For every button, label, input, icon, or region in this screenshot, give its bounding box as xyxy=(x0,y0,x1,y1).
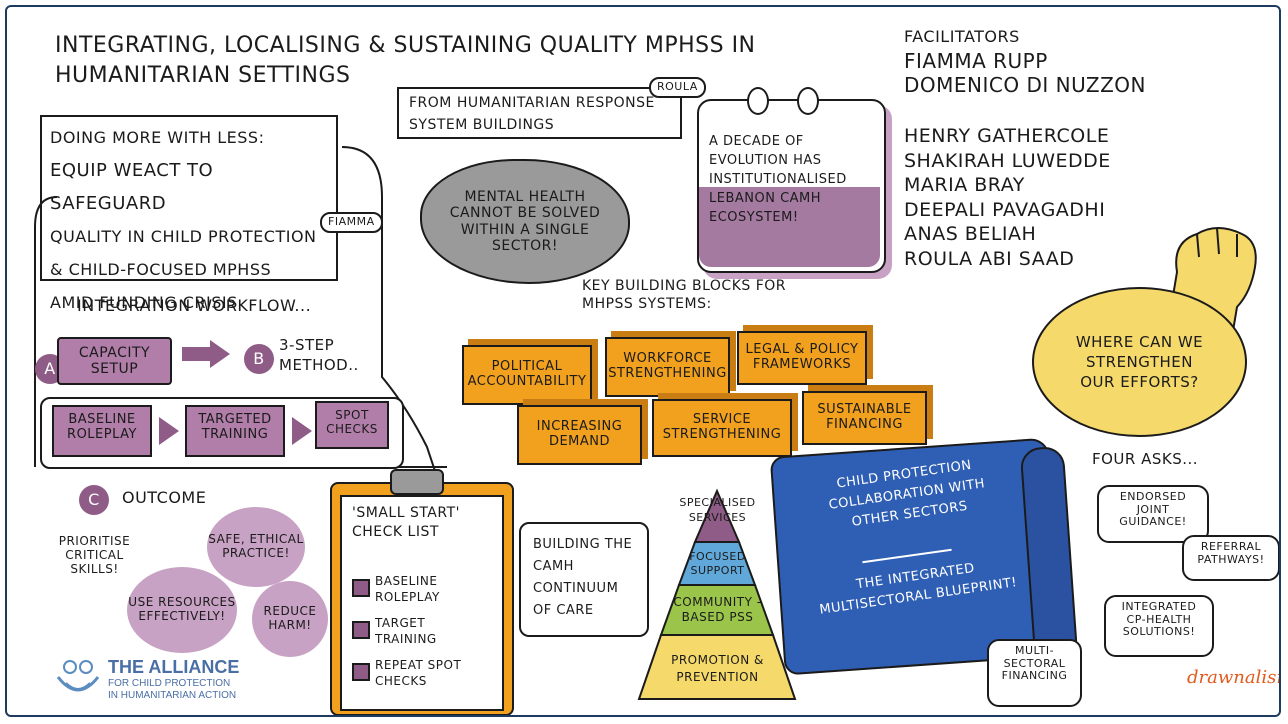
step-baseline-roleplay: BASELINE ROLEPLAY xyxy=(52,405,152,457)
step-targeted-training: TARGETED TRAINING xyxy=(185,405,285,457)
pyramid-shape xyxy=(637,488,797,700)
outcome-safe-ethical: SAFE, ETHICAL PRACTICE! xyxy=(207,507,305,587)
checklist-title: 'SMALL START' CHECK LIST xyxy=(352,505,460,540)
speakers-list: HENRY GATHERCOLE SHAKIRAH LUWEDDE MARIA … xyxy=(904,124,1111,271)
alliance-logo: THE ALLIANCE FOR CHILD PROTECTION IN HUM… xyxy=(52,655,312,705)
logo-subtitle-2: IN HUMANITARIAN ACTION xyxy=(108,690,237,701)
brick-workforce: WORKFORCE STRENGTHENING xyxy=(605,337,730,397)
checkbox-icon xyxy=(352,579,370,597)
camh-continuum-caption: BUILDING THE CAMH CONTINUUM OF CARE xyxy=(519,522,649,637)
arrow-head xyxy=(292,417,312,445)
brick-demand: INCREASING DEMAND xyxy=(517,405,642,465)
fiamma-tag: FIAMMA xyxy=(320,212,383,233)
checkbox-icon xyxy=(352,663,370,681)
ask-integrated-solutions: INTEGRATED CP-HEALTH SOLUTIONS! xyxy=(1104,595,1214,657)
three-step-method-label: 3-STEP METHOD.. xyxy=(279,336,359,374)
speaker-name: HENRY GATHERCOLE xyxy=(904,125,1110,147)
checklist-item: BASELINE ROLEPLAY xyxy=(375,574,440,604)
badge-c: C xyxy=(79,485,109,515)
ask-joint-guidance: ENDORSED JOINT GUIDANCE! xyxy=(1097,485,1209,543)
facilitator-name: FIAMMA RUPP xyxy=(904,49,1048,73)
pyramid-layer-community: COMMUNITY -BASED PSS xyxy=(673,595,762,624)
strengthen-bubble: WHERE CAN WE STRENGTHEN OUR EFFORTS? xyxy=(1032,287,1247,437)
outcome-use-resources: USE RESOURCES EFFECTIVELY! xyxy=(127,567,237,653)
speaker-name: MARIA BRAY xyxy=(904,174,1025,196)
logo-subtitle-1: FOR CHILD PROTECTION xyxy=(108,678,231,689)
brick-political: POLITICAL ACCOUNTABILITY xyxy=(462,345,592,405)
notepad-ring xyxy=(747,87,769,115)
brick-legal: LEGAL & POLICY FRAMEWORKS xyxy=(737,331,867,385)
step-spot-checks: SPOT CHECKS xyxy=(315,401,389,449)
arrow-head xyxy=(210,340,230,368)
workflow-heading: INTEGRATION WORKFLOW... xyxy=(77,296,312,315)
pyramid-layer-focused: FOCUSED SUPPORT xyxy=(689,550,746,577)
logo-title: THE ALLIANCE xyxy=(108,657,240,677)
notepad-shade xyxy=(699,187,880,267)
speaker-name: ROULA ABI SAAD xyxy=(904,247,1075,270)
arrow-head xyxy=(159,417,179,445)
sketchnote-canvas: INTEGRATING, LOCALISING & SUSTAINING QUA… xyxy=(5,5,1281,717)
outcome-reduce-harm: REDUCE HARM! xyxy=(252,581,328,657)
ask-multisectoral-financing: MULTI-SECTORAL FINANCING xyxy=(987,639,1082,707)
checklist-item: TARGET TRAINING xyxy=(375,616,437,646)
checklist-item: REPEAT SPOT CHECKS xyxy=(375,658,462,688)
outcome-label: OUTCOME xyxy=(122,488,207,507)
four-asks-heading: FOUR ASKS... xyxy=(1092,450,1199,468)
pyramid-layer-specialised: SPECIALISED SERVICES xyxy=(679,496,756,524)
speaker-name: SHAKIRAH LUWEDDE xyxy=(904,149,1111,172)
doing-more-box: DOING MORE WITH LESS: EQUIP WeACT TO SAF… xyxy=(40,115,338,312)
facilitators-block: FACILITATORS FIAMMA RUPP DOMENICO DI NUZ… xyxy=(904,25,1146,97)
notepad-text: A DECADE OF EVOLUTION HAS INSTITUTIONALI… xyxy=(709,134,847,225)
badge-b: B xyxy=(244,344,274,374)
outcome-prioritise: PRIORITISE CRITICAL SKILLS! xyxy=(42,517,147,595)
facilitator-name: DOMENICO DI NUZZON xyxy=(904,73,1146,97)
notepad-ring xyxy=(797,87,819,115)
building-blocks-heading: KEY BUILDING BLOCKS FOR MHPSS SYSTEMS: xyxy=(582,278,787,312)
checkbox-icon xyxy=(352,621,370,639)
capacity-setup-block: CAPACITY SETUP xyxy=(57,337,172,385)
pyramid-layer-promotion: PROMOTION & PREVENTION xyxy=(671,653,764,684)
humanitarian-response-box: FROM HUMANITARIAN RESPONSE SYSTEM BUILDI… xyxy=(397,87,682,139)
ask-referral-pathways: REFERRAL PATHWAYS! xyxy=(1182,535,1279,581)
drawnalism-signature: drawnalism xyxy=(1187,667,1279,688)
speaker-name: ANAS BELIAH xyxy=(904,223,1037,245)
brick-financing: SUSTAINABLE FINANCING xyxy=(802,391,927,445)
alliance-logo-icon xyxy=(56,660,100,692)
facilitators-heading: FACILITATORS xyxy=(904,27,1020,46)
speaker-name: DEEPALI PAVAGADHI xyxy=(904,198,1106,221)
brick-service: SERVICE STRENGTHENING xyxy=(652,399,792,457)
roula-tag: ROULA xyxy=(649,77,706,98)
arrow-a-b xyxy=(182,347,212,361)
camh-pyramid: SPECIALISED SERVICES FOCUSED SUPPORT COM… xyxy=(625,487,810,702)
clipboard-clip xyxy=(390,469,444,495)
mental-health-cloud: MENTAL HEALTH CANNOT BE SOLVED WITHIN A … xyxy=(420,159,630,284)
page-title: INTEGRATING, LOCALISING & SUSTAINING QUA… xyxy=(55,33,756,88)
